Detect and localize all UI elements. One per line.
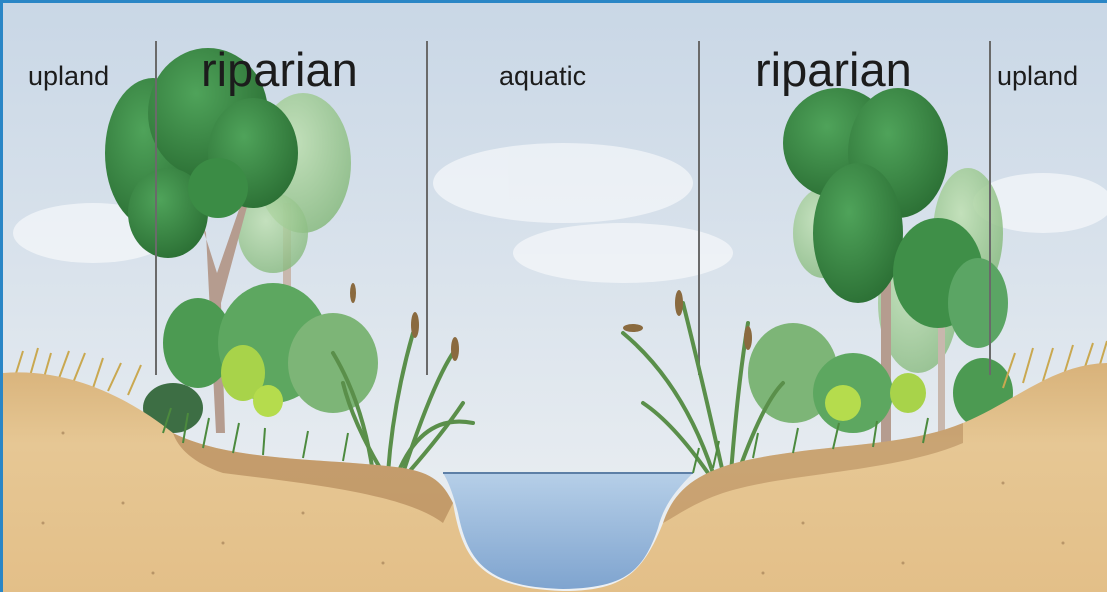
zone-label-riparian-right: riparian [755,46,912,93]
zone-label-aquatic: aquatic [499,63,586,90]
zone-label-upland-right: upland [997,63,1078,90]
zone-label-riparian-left: riparian [201,46,358,93]
landscape-cross-section [3,3,1107,592]
zone-label-upland-left: upland [28,63,109,90]
